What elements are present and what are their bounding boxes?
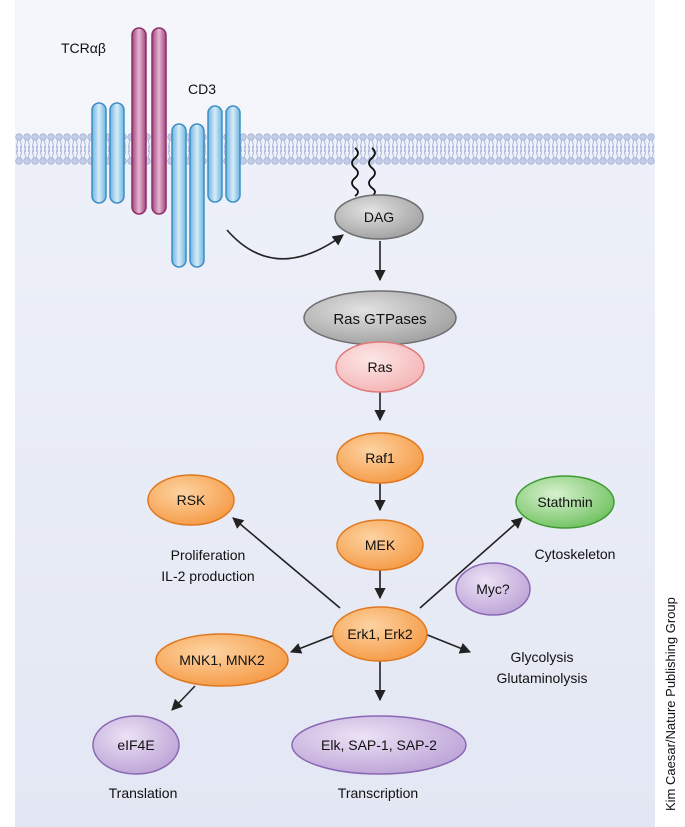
pathway-arrows	[171, 229, 523, 711]
elk-label: Elk, SAP-1, SAP-2	[321, 737, 437, 753]
cd3-label: CD3	[188, 81, 216, 97]
dag-node: DAG	[334, 194, 424, 240]
eif4e-label: eIF4E	[117, 737, 154, 753]
ras-gtpases-node: Ras GTPases	[303, 290, 457, 346]
dag-lipid-tails	[351, 147, 376, 197]
elk-node: Elk, SAP-1, SAP-2	[291, 715, 467, 775]
ras-label: Ras	[368, 359, 393, 375]
translation-label: Translation	[109, 785, 178, 801]
ras-node: Ras	[335, 341, 425, 393]
mnk-node: MNK1, MNK2	[155, 633, 289, 687]
dag-label: DAG	[364, 209, 394, 225]
myc-node: Myc?	[455, 562, 531, 616]
erk-label: Erk1, Erk2	[347, 626, 413, 642]
mek-node: MEK	[336, 519, 424, 571]
ras-gtpases-label: Ras GTPases	[333, 311, 426, 328]
credit-panel: Kim Caesar/Nature Publishing Group	[655, 0, 685, 827]
tcr-label: TCRαβ	[61, 40, 106, 56]
arrow-erk-to-stathmin	[419, 517, 523, 609]
cd3-middle-chains	[171, 123, 205, 268]
arrow-mnk-to-eif4e	[171, 685, 196, 711]
arrow-erk-to-rsk	[232, 517, 341, 609]
glycolysis-label: Glycolysis	[510, 649, 573, 665]
raf1-label: Raf1	[365, 450, 395, 466]
mnk-label: MNK1, MNK2	[179, 652, 265, 668]
raf1-node: Raf1	[336, 432, 424, 484]
cd3-left-chains	[91, 102, 125, 204]
tcr-alpha-beta-chains	[131, 27, 167, 215]
myc-label: Myc?	[476, 581, 510, 597]
il2-production-label: IL-2 production	[161, 568, 254, 584]
cd3-right-chains	[207, 105, 241, 203]
mek-label: MEK	[365, 537, 396, 553]
eif4e-node: eIF4E	[92, 715, 180, 775]
rsk-node: RSK	[147, 474, 235, 526]
erk-node: Erk1, Erk2	[332, 606, 428, 662]
glutaminolysis-label: Glutaminolysis	[496, 670, 587, 686]
arrow-cd3-to-dag	[226, 229, 344, 260]
proliferation-label: Proliferation	[171, 547, 246, 563]
arrow-erk-to-glycolysis	[424, 633, 472, 654]
cytoskeleton-label: Cytoskeleton	[535, 546, 616, 562]
rsk-label: RSK	[177, 492, 206, 508]
arrow-erk-to-mnk	[289, 633, 338, 654]
stathmin-node: Stathmin	[515, 475, 615, 529]
credit-text: Kim Caesar/Nature Publishing Group	[663, 597, 678, 811]
transcription-label: Transcription	[338, 785, 418, 801]
stathmin-label: Stathmin	[537, 494, 592, 510]
